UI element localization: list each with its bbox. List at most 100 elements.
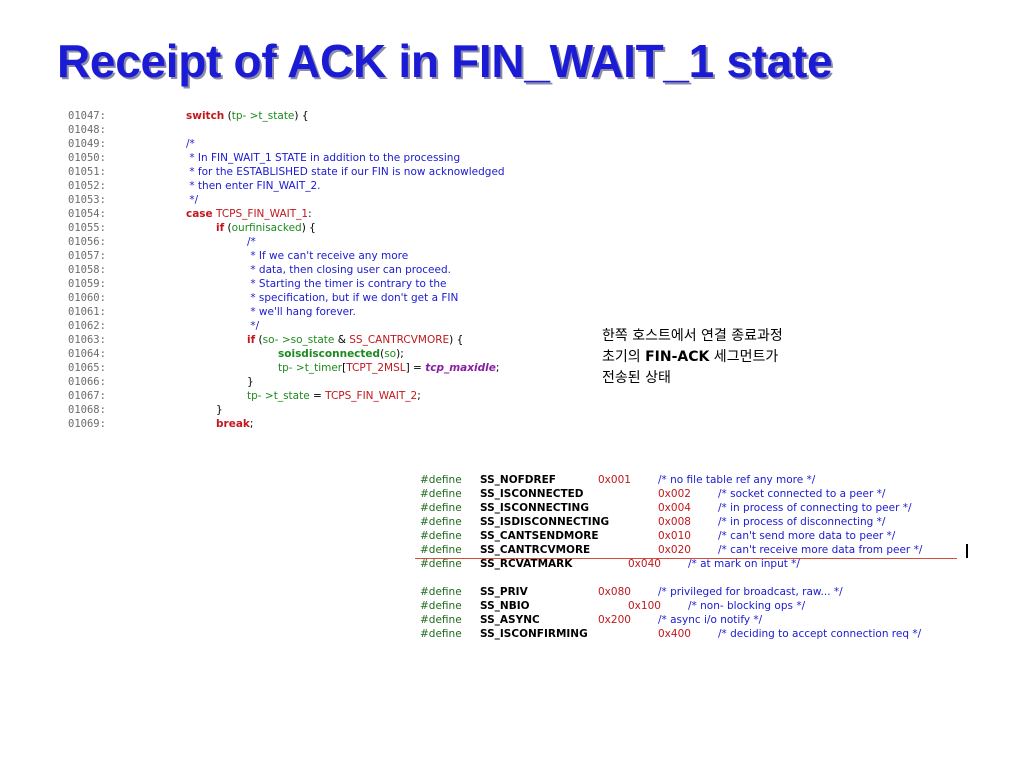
line-number: 01057: xyxy=(68,250,106,262)
code-text: break; xyxy=(216,417,253,431)
highlight-underline xyxy=(415,558,957,559)
define-value: 0x002 xyxy=(658,488,691,500)
code-token: [ xyxy=(342,362,347,374)
code-token: ; xyxy=(417,390,421,402)
define-value: 0x001 xyxy=(598,474,631,486)
code-token: soisdisconnected xyxy=(278,348,381,360)
define-name: SS_ISCONNECTED xyxy=(480,488,584,500)
line-number: 01063: xyxy=(68,334,106,346)
code-token: ourfinisacked xyxy=(231,222,302,234)
code-text: */ xyxy=(247,319,259,333)
code-text: } xyxy=(216,403,223,417)
code-token: * then enter FIN_WAIT_2. xyxy=(186,180,321,192)
line-number: 01062: xyxy=(68,320,106,332)
code-token: */ xyxy=(186,194,199,206)
line-number: 01047: xyxy=(68,110,106,122)
define-comment: /* deciding to accept connection req */ xyxy=(718,628,922,640)
code-token: tp- >t_timer xyxy=(278,362,343,374)
code-token: if xyxy=(247,334,256,346)
note-line-2-bold: FIN-ACK xyxy=(645,349,710,365)
line-number: 01059: xyxy=(68,278,106,290)
define-value: 0x080 xyxy=(598,586,631,598)
line-number: 01056: xyxy=(68,236,106,248)
code-token: & xyxy=(334,334,350,346)
code-token: ) { xyxy=(449,334,464,346)
code-token: ( xyxy=(224,222,232,234)
code-text: * data, then closing user can proceed. xyxy=(247,263,451,277)
note-line-1: 한쪽 호스트에서 연결 종료과정 xyxy=(602,328,783,344)
code-token: ; xyxy=(249,418,254,430)
define-comment: /* can't send more data to peer */ xyxy=(718,530,896,542)
code-token: ; xyxy=(495,362,500,374)
code-token: so xyxy=(384,348,397,360)
code-text: /* xyxy=(247,235,256,249)
line-number: 01050: xyxy=(68,152,106,164)
define-comment: /* socket connected to a peer */ xyxy=(718,488,886,500)
code-text: * Starting the timer is contrary to the xyxy=(247,277,446,291)
code-token: break xyxy=(216,418,250,430)
code-token: SS_CANTRCVMORE xyxy=(349,334,450,346)
note-line-3: 전송된 상태 xyxy=(602,370,671,386)
code-token: */ xyxy=(247,320,260,332)
annotation-note: 한쪽 호스트에서 연결 종료과정 초기의 FIN-ACK 세그먼트가 전송된 상… xyxy=(602,326,783,389)
define-name: SS_ISDISCONNECTING xyxy=(480,516,610,528)
define-value: 0x008 xyxy=(658,516,691,528)
line-number: 01065: xyxy=(68,362,106,374)
line-number: 01069: xyxy=(68,418,106,430)
line-number: 01053: xyxy=(68,194,106,206)
define-value: 0x100 xyxy=(628,600,661,612)
code-token: * specification, but if we don't get a F… xyxy=(247,292,459,304)
define-keyword: #define xyxy=(420,516,462,528)
define-name: SS_ASYNC xyxy=(480,614,540,626)
define-value: 0x400 xyxy=(658,628,691,640)
code-token: ); xyxy=(396,348,404,360)
define-value: 0x020 xyxy=(658,544,691,556)
code-token: case xyxy=(186,208,213,220)
define-keyword: #define xyxy=(420,614,462,626)
define-comment: /* non- blocking ops */ xyxy=(688,600,806,612)
define-name: SS_NOFDREF xyxy=(480,474,556,486)
code-text: } xyxy=(247,375,254,389)
code-token: } xyxy=(247,376,254,388)
define-keyword: #define xyxy=(420,474,462,486)
line-number: 01068: xyxy=(68,404,106,416)
code-token: : xyxy=(308,208,312,220)
define-comment: /* no file table ref any more */ xyxy=(658,474,816,486)
line-number: 01054: xyxy=(68,208,106,220)
note-line-2-post: 세그먼트가 xyxy=(709,349,779,365)
code-token: /* xyxy=(186,138,195,150)
code-token: if xyxy=(216,222,225,234)
define-name: SS_ISCONNECTING xyxy=(480,502,589,514)
code-token: /* xyxy=(247,236,256,248)
define-name: SS_CANTRCVMORE xyxy=(480,544,591,556)
code-token: * If we can't receive any more xyxy=(247,250,409,262)
define-keyword: #define xyxy=(420,558,462,570)
code-token: ( xyxy=(224,110,232,122)
define-name: SS_NBIO xyxy=(480,600,530,612)
define-comment: /* privileged for broadcast, raw... */ xyxy=(658,586,843,598)
define-comment: /* in process of disconnecting */ xyxy=(718,516,886,528)
define-value: 0x010 xyxy=(658,530,691,542)
line-number: 01049: xyxy=(68,138,106,150)
code-text: switch (tp- >t_state) { xyxy=(186,109,309,123)
line-number: 01060: xyxy=(68,292,106,304)
code-token: TCPS_FIN_WAIT_2 xyxy=(325,390,418,402)
code-token: ) { xyxy=(294,110,309,122)
code-token: tp- >t_state xyxy=(231,110,295,122)
code-token: } xyxy=(216,404,223,416)
code-text: * In FIN_WAIT_1 STATE in addition to the… xyxy=(186,151,460,165)
code-text: * If we can't receive any more xyxy=(247,249,408,263)
define-keyword: #define xyxy=(420,530,462,542)
define-name: SS_PRIV xyxy=(480,586,528,598)
slide-title: Receipt of ACK in FIN_WAIT_1 state xyxy=(57,35,833,87)
define-name: SS_ISCONFIRMING xyxy=(480,628,588,640)
code-text: * then enter FIN_WAIT_2. xyxy=(186,179,321,193)
define-comment: /* at mark on input */ xyxy=(688,558,800,570)
code-token: * data, then closing user can proceed. xyxy=(247,264,451,276)
code-token: switch xyxy=(186,110,225,122)
code-text: case TCPS_FIN_WAIT_1: xyxy=(186,207,312,221)
line-number: 01061: xyxy=(68,306,106,318)
line-number: 01052: xyxy=(68,180,106,192)
define-keyword: #define xyxy=(420,628,462,640)
code-token: * In FIN_WAIT_1 STATE in addition to the… xyxy=(186,152,461,164)
